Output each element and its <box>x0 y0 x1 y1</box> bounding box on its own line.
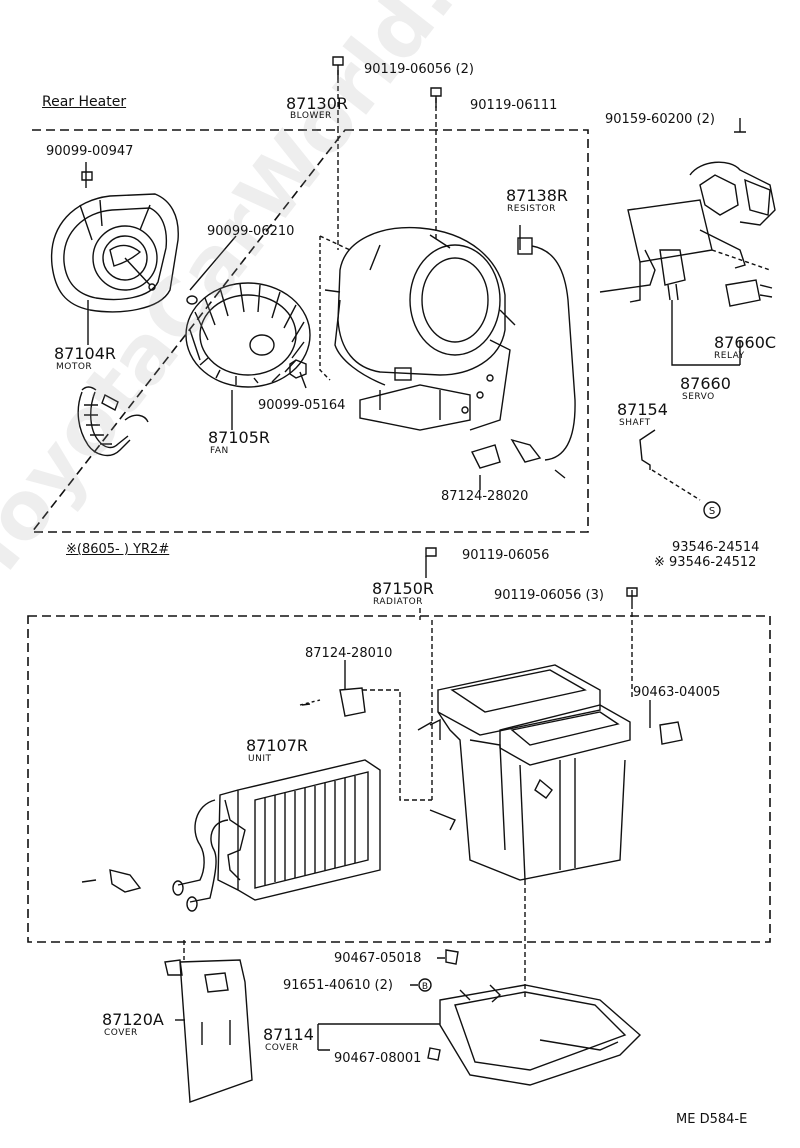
label-nut: 90099-05164 <box>258 398 346 413</box>
label-bracket-bottom: 87124-28010 <box>305 646 393 661</box>
label-blower-screw: 90119-06111 <box>470 98 558 113</box>
shaft-drawing <box>639 429 656 470</box>
bracket-drawing <box>339 687 366 717</box>
servo-screw-drawing <box>734 118 746 133</box>
drain-hose-drawing <box>77 386 149 457</box>
screw-drawing <box>425 547 437 557</box>
label-clip-right: 90463-04005 <box>633 685 721 700</box>
clip-drawing <box>659 721 683 745</box>
label-unit-number: 87107R <box>246 736 309 755</box>
label-blower-number: 87130R <box>286 94 349 113</box>
label-cover-bottom-name: COVER <box>265 1043 299 1053</box>
screw-drawing <box>301 703 311 706</box>
radiator-housing-drawing <box>417 664 631 881</box>
label-cover-left-name: COVER <box>104 1028 138 1038</box>
nut-drawing <box>289 359 307 379</box>
fan-drawing <box>185 282 311 388</box>
blower-case-drawing <box>324 226 516 431</box>
section-title-rear-heater: Rear Heater <box>42 94 127 110</box>
label-clip-bottom-1: 90467-05018 <box>334 951 422 966</box>
label-blower-name: BLOWER <box>290 111 332 121</box>
rear-heater-frame <box>30 129 589 533</box>
diagram-code: ME D584-E <box>676 1112 748 1127</box>
radiator-frame <box>27 615 771 943</box>
motor-drawing <box>50 193 179 313</box>
label-radiator-screw: 90119-06056 <box>462 548 550 563</box>
label-servo-name: SERVO <box>682 392 715 402</box>
label-radiator-screw-3: 90119-06056 (3) <box>494 588 604 603</box>
screw-drawing <box>81 879 97 883</box>
label-cover-left-number: 87120A <box>102 1010 164 1029</box>
screw-drawing <box>332 56 344 78</box>
label-fan-number: 87105R <box>208 428 271 447</box>
label-resistor-number: 87138R <box>506 186 569 205</box>
label-grommet: 91651-40610 (2) <box>283 978 393 993</box>
label-shaft-number: 87154 <box>617 400 668 419</box>
label-radiator-number: 87150R <box>372 579 435 598</box>
grommet-letter: B <box>422 982 428 992</box>
label-servo-number: 87660 <box>680 374 731 393</box>
resistor-drawing <box>510 237 576 479</box>
clip-drawing <box>186 295 198 305</box>
servo-drawing <box>599 161 776 366</box>
grommet-drawing <box>418 978 432 992</box>
bracket-drawing <box>471 444 501 469</box>
label-cover-bottom-number: 87114 <box>263 1025 314 1044</box>
label-fan-name: FAN <box>210 446 229 456</box>
label-resistor-name: RESISTOR <box>507 204 556 214</box>
label-servo-screw: 90159-60200 (2) <box>605 112 715 127</box>
label-unit-name: UNIT <box>248 754 272 764</box>
heater-core-drawing <box>172 759 381 912</box>
clip-drawing <box>445 949 459 965</box>
label-motor-number: 87104R <box>54 344 117 363</box>
label-relay-number: 87660C <box>714 333 777 352</box>
screw-drawing <box>81 171 93 181</box>
cover-bottom-drawing <box>439 984 642 1086</box>
label-snap-ring-1: 93546-24514 <box>672 540 760 555</box>
label-fan-clip: 90099-06210 <box>207 224 295 239</box>
clip-drawing <box>427 1047 441 1061</box>
label-radiator-name: RADIATOR <box>373 597 423 607</box>
label-motor-name: MOTOR <box>56 362 93 372</box>
section-title-serial: ※(8605- ) YR2# <box>66 542 170 557</box>
label-shaft-name: SHAFT <box>619 418 651 428</box>
label-blower-screw-top: 90119-06056 (2) <box>364 62 474 77</box>
cover-left-drawing <box>164 959 253 1103</box>
snap-ring-drawing <box>703 501 721 519</box>
snap-ring-letter: S <box>709 506 715 517</box>
label-motor-screw: 90099-00947 <box>46 144 134 159</box>
label-snap-ring-2: ※ 93546-24512 <box>654 555 757 570</box>
label-relay-name: RELAY <box>714 351 745 361</box>
label-bracket-top: 87124-28020 <box>441 489 529 504</box>
screw-drawing <box>626 587 638 597</box>
screw-drawing <box>430 87 442 108</box>
clamp-drawing <box>109 869 142 893</box>
label-clip-bottom-2: 90467-08001 <box>334 1051 422 1066</box>
